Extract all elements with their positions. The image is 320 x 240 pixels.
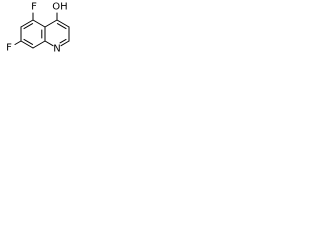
bond-c7-fluorine — [14, 40, 22, 45]
bond-c7-c8 — [20, 40, 34, 49]
double-bond-c7-c8 — [23, 38, 34, 45]
fluorine-top-label: F — [31, 2, 37, 13]
double-bond-c4-c3 — [56, 23, 67, 30]
bond-c2-n1 — [60, 40, 70, 47]
bond-c8-c8a — [32, 40, 46, 49]
double-bond-c5-c6 — [23, 23, 34, 30]
fluorine-left-label: F — [6, 43, 12, 54]
ring-nitrogen-label: N — [53, 44, 60, 55]
bond-c4a-c4 — [44, 19, 58, 28]
double-bond-c2-n1 — [59, 38, 67, 44]
bond-c4a-c5 — [32, 19, 46, 28]
bond-n1-c8a — [44, 40, 54, 47]
bond-c4-c3 — [56, 19, 70, 28]
structure-canvas: F F OH N — [0, 0, 94, 74]
bond-c5-c6 — [20, 19, 34, 28]
hydroxyl-label: OH — [52, 2, 67, 13]
quinoline-structure-diagram: F F OH N — [6, 2, 70, 55]
